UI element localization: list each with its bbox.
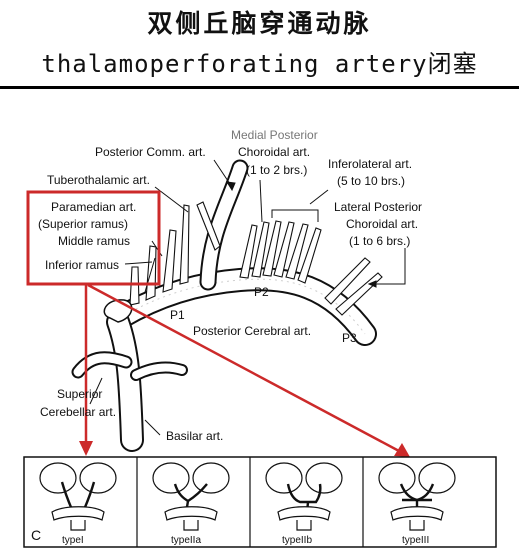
- label-lateral-posterior-1: Lateral Posterior: [334, 200, 422, 214]
- label-inferolateral-1: Inferolateral art.: [328, 157, 412, 171]
- label-medial-posterior-3: (1 to 2 brs.): [246, 163, 307, 177]
- posterior-comm-artery: [199, 159, 249, 291]
- title-english: thalamoperforating artery闭塞: [41, 50, 478, 78]
- label-p1: P1: [170, 308, 185, 322]
- variant-caption-3: typeIII: [402, 535, 429, 546]
- panel-letter: C: [31, 527, 41, 543]
- basilar-artery: [71, 299, 188, 452]
- variant-type-2a: typeIIa: [152, 462, 230, 546]
- label-superior-cerebellar-1: Superior: [57, 387, 102, 401]
- label-middle-ramus: Middle ramus: [58, 234, 130, 248]
- label-paramedian-2: (Superior ramus): [38, 217, 128, 231]
- label-lateral-posterior-3: (1 to 6 brs.): [349, 234, 410, 248]
- label-inferior-ramus: Inferior ramus: [45, 258, 119, 272]
- label-inferolateral-2: (5 to 10 brs.): [337, 174, 405, 188]
- highlight-box: [26, 190, 161, 286]
- variant-caption-1: typeI: [62, 535, 84, 546]
- variant-panel: C typeI typeIIa: [23, 456, 497, 548]
- label-tuberothalamic: Tuberothalamic art.: [47, 173, 150, 187]
- label-lateral-posterior-2: Choroidal art.: [346, 217, 418, 231]
- variant-type-2b: typeIIb: [265, 462, 343, 546]
- title-chinese: 双侧丘脑穿通动脉: [147, 9, 372, 38]
- label-p2: P2: [254, 285, 269, 299]
- artery-labels: Posterior Comm. art. Medial Posterior Ch…: [38, 128, 422, 443]
- variant-type-3: typeIII: [378, 462, 456, 546]
- highlight-annotations: [26, 190, 410, 457]
- variant-caption-2b: typeIIb: [282, 535, 312, 546]
- label-basilar: Basilar art.: [166, 429, 223, 443]
- label-superior-cerebellar-2: Cerebellar art.: [40, 405, 116, 419]
- variant-type-1: typeI: [39, 462, 117, 546]
- label-posterior-cerebral: Posterior Cerebral art.: [193, 324, 311, 338]
- title-divider: [0, 86, 519, 89]
- label-paramedian-1: Paramedian art.: [51, 200, 136, 214]
- label-posterior-comm: Posterior Comm. art.: [95, 145, 206, 159]
- pointer-lines: [89, 159, 406, 436]
- label-p3: P3: [342, 331, 357, 345]
- perforating-branches: [129, 201, 383, 316]
- label-medial-posterior-2: Choroidal art.: [238, 145, 310, 159]
- variant-caption-2a: typeIIa: [171, 535, 201, 546]
- label-medial-posterior-1: Medial Posterior: [231, 128, 318, 142]
